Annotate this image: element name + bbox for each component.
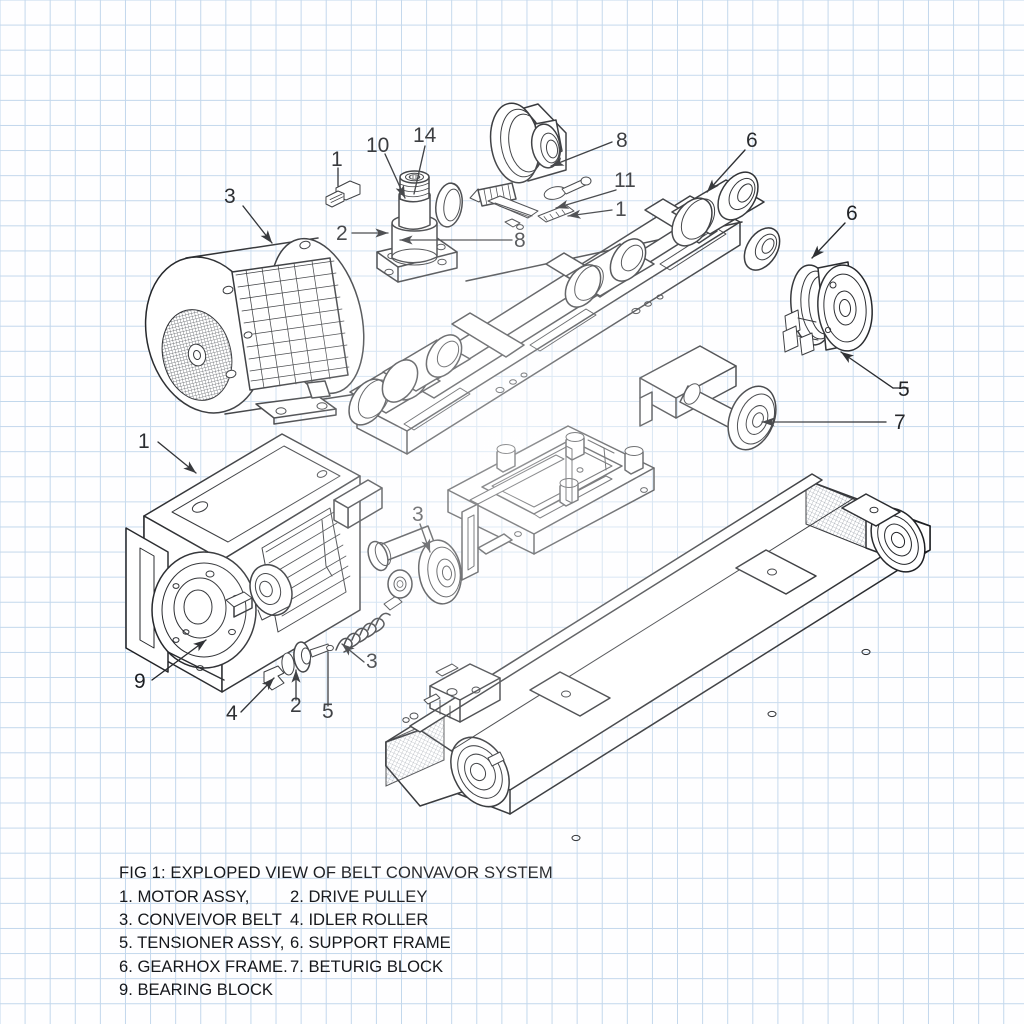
tensioner-pulley-assembly <box>782 261 873 356</box>
callout-14-cap: 14 <box>413 124 437 147</box>
legend-item-3: 3. CONVEIVOR BELT <box>119 910 282 930</box>
callout-3-spring: 3 <box>366 650 378 673</box>
legend-item-4: 4. IDLER ROLLER <box>290 910 429 930</box>
callout-layer: 3 1 10 14 2 8 8 11 1 <box>134 124 910 725</box>
callout-5-pin: 5 <box>322 700 334 723</box>
callout-8-flange: 8 <box>514 229 526 252</box>
legend-item-5: 5. TENSIONER ASSY, <box>119 933 285 953</box>
legend-item-2: 2. DRIVE PULLEY <box>290 887 428 906</box>
legend-item-6b: 6. GEARHOX FRAME. <box>119 956 288 976</box>
legend-rows: 1. MOTOR ASSY, 2. DRIVE PULLEY 3. CONVEI… <box>119 885 589 1001</box>
legend-row: 5. TENSIONER ASSY, 6. SUPPORT FRAME <box>119 931 589 954</box>
support-frame-subassembly <box>447 425 655 581</box>
legend-item-7: 7. BETURIG BLOCK <box>290 956 444 976</box>
key-and-pin-hardware <box>487 176 592 230</box>
legend-item-1: 1. MOTOR ASSY, <box>119 887 250 906</box>
legend-item-9: 9. BEARING BLOCK <box>119 979 274 999</box>
callout-2-washer: 2 <box>290 694 302 717</box>
callout-1-gearbox: 1 <box>138 430 150 453</box>
legend-row: 1. MOTOR ASSY, 2. DRIVE PULLEY <box>119 885 589 908</box>
callout-3-motor: 3 <box>224 185 236 208</box>
drive-pulley <box>489 102 567 184</box>
callout-8-pulley: 8 <box>616 129 628 152</box>
seal-ring-part <box>435 182 463 228</box>
idler-shaft-assembly <box>367 525 463 605</box>
motor-assembly <box>144 237 365 425</box>
callout-3-shaft: 3 <box>412 503 424 526</box>
legend-row: 9. BEARING BLOCK <box>119 978 589 1001</box>
upper-conveyor-frame <box>348 171 781 455</box>
callout-6-upper-frame: 6 <box>746 129 758 152</box>
legend-row: 3. CONVEIVOR BELT 4. IDLER ROLLER <box>119 908 589 931</box>
callout-9-bearing-block: 9 <box>134 670 146 693</box>
lower-conveyor-belt-assembly <box>385 473 931 842</box>
bearing-block-shaft <box>639 345 777 451</box>
callout-11-key: 11 <box>614 169 636 192</box>
callout-7-bearing-block: 7 <box>894 411 906 434</box>
callout-10-bearing: 10 <box>366 134 389 157</box>
callout-4-clip: 4 <box>226 702 238 725</box>
figure-title: FIG 1: EXPLOPED VIEW OF BELT CONVAVOR SY… <box>119 863 553 882</box>
legend-row: 6. GEARHOX FRAME. 7. BETURIG BLOCK <box>119 955 589 978</box>
callout-2-flange: 2 <box>336 222 348 245</box>
legend-item-6: 6. SUPPORT FRAME <box>290 933 451 953</box>
callout-1-bolt: 1 <box>331 148 343 171</box>
legend-block: FIG 1: EXPLOPED VIEW OF BELT CONVAVOR SY… <box>119 862 589 1001</box>
hex-bolt-part <box>325 180 361 208</box>
callout-6-tensioner: 6 <box>846 202 858 225</box>
gearbox-frame-assembly <box>125 433 383 693</box>
callout-5-tensioner: 5 <box>898 378 910 401</box>
callout-1-key: 1 <box>615 198 627 221</box>
